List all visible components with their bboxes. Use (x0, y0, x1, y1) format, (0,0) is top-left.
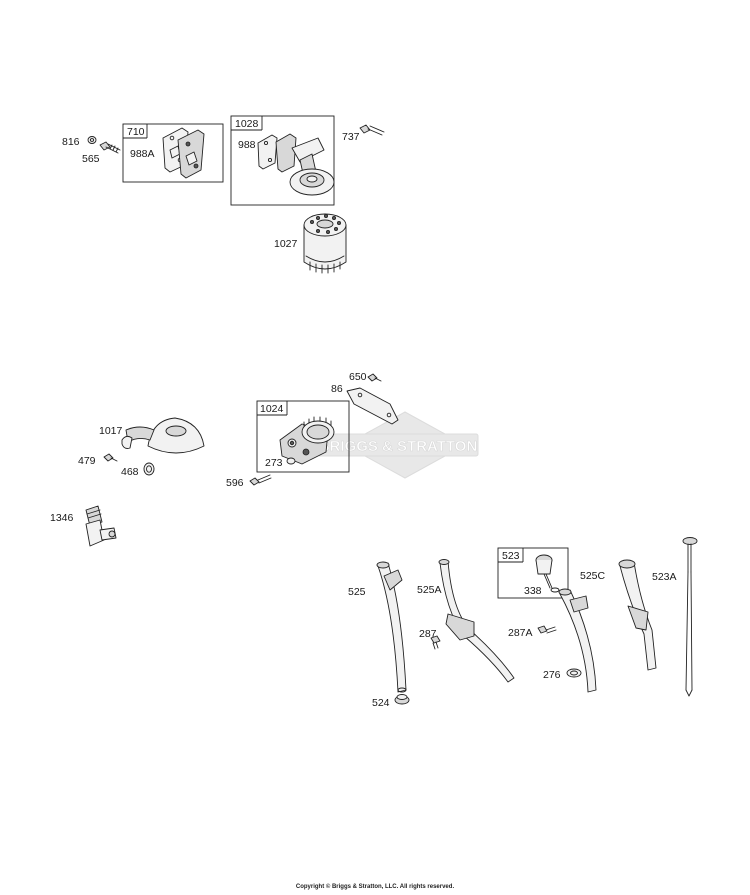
part-525-dipstick-tube-alt[interactable] (558, 588, 597, 693)
part-1027-oil-filter[interactable] (303, 213, 347, 274)
part-525-dipstick-tube[interactable] (376, 561, 407, 693)
label-287A: 287A (508, 627, 533, 639)
part-1028-filter-adapter[interactable] (275, 133, 335, 196)
part-468-o-ring[interactable] (143, 462, 155, 476)
part-596-bolt[interactable] (249, 474, 272, 486)
part-523A-dipstick[interactable] (682, 537, 698, 697)
watermark-text: BRIGGS & STRATTON (319, 438, 478, 455)
label-525: 525 (348, 586, 366, 598)
kit-box-1024 (256, 400, 350, 473)
label-525A: 525A (417, 584, 442, 596)
kit-box-710 (122, 123, 224, 183)
label-338: 338 (524, 585, 542, 597)
label-287: 287 (419, 628, 437, 640)
label-737: 737 (342, 131, 360, 143)
label-468: 468 (121, 466, 139, 478)
part-525C-dipstick-tube[interactable] (618, 559, 657, 671)
label-1024: 1024 (260, 403, 284, 415)
part-524-grommet[interactable] (394, 694, 410, 705)
label-276: 276 (543, 669, 561, 681)
part-988-gasket[interactable] (257, 134, 278, 170)
brand-watermark: BRIGGS & STRATTON (317, 411, 479, 479)
label-988: 988 (238, 139, 256, 151)
label-816: 816 (62, 136, 80, 148)
part-565-bolt[interactable] (99, 141, 121, 154)
part-650-bolt[interactable] (367, 373, 382, 382)
part-523-dipstick-cap[interactable] (535, 554, 553, 589)
part-1346-fitting[interactable] (85, 505, 117, 547)
part-276-o-ring[interactable] (566, 668, 582, 678)
label-523A: 523A (652, 571, 677, 583)
part-287A-bolt[interactable] (537, 625, 557, 634)
kit-box-1028 (230, 115, 335, 206)
label-524: 524 (372, 697, 390, 709)
part-1024-oil-pump[interactable] (279, 416, 335, 465)
part-525A-dipstick-tube[interactable] (438, 559, 515, 683)
label-1028: 1028 (235, 118, 259, 130)
part-338-o-ring[interactable] (550, 587, 560, 593)
part-479-bolt[interactable] (103, 453, 118, 462)
part-737-bolt[interactable] (359, 124, 385, 136)
label-273: 273 (265, 457, 283, 469)
copyright-notice: Copyright © Briggs & Stratton, LLC. All … (295, 884, 455, 890)
part-988A-adapter-plate[interactable] (177, 129, 205, 179)
label-565: 565 (82, 153, 100, 165)
label-1017: 1017 (99, 425, 123, 437)
part-287-bolt[interactable] (430, 635, 441, 650)
label-525C: 525C (580, 570, 606, 582)
label-1027: 1027 (274, 238, 298, 250)
label-1346: 1346 (50, 512, 74, 524)
part-1017-oil-pickup[interactable] (121, 417, 205, 454)
part-273-o-ring[interactable] (286, 457, 296, 465)
label-710: 710 (127, 126, 145, 138)
label-988A: 988A (130, 148, 155, 160)
part-labels: 816 565 710 988A 1028 988 737 1027 650 8… (50, 118, 677, 709)
label-479: 479 (78, 455, 96, 467)
label-523: 523 (502, 550, 520, 562)
part-86-cover-plate[interactable] (346, 387, 399, 425)
part-816-washer[interactable] (87, 136, 97, 144)
label-86: 86 (331, 383, 343, 395)
label-650: 650 (349, 371, 367, 383)
label-596: 596 (226, 477, 244, 489)
kit-box-523 (497, 547, 569, 599)
